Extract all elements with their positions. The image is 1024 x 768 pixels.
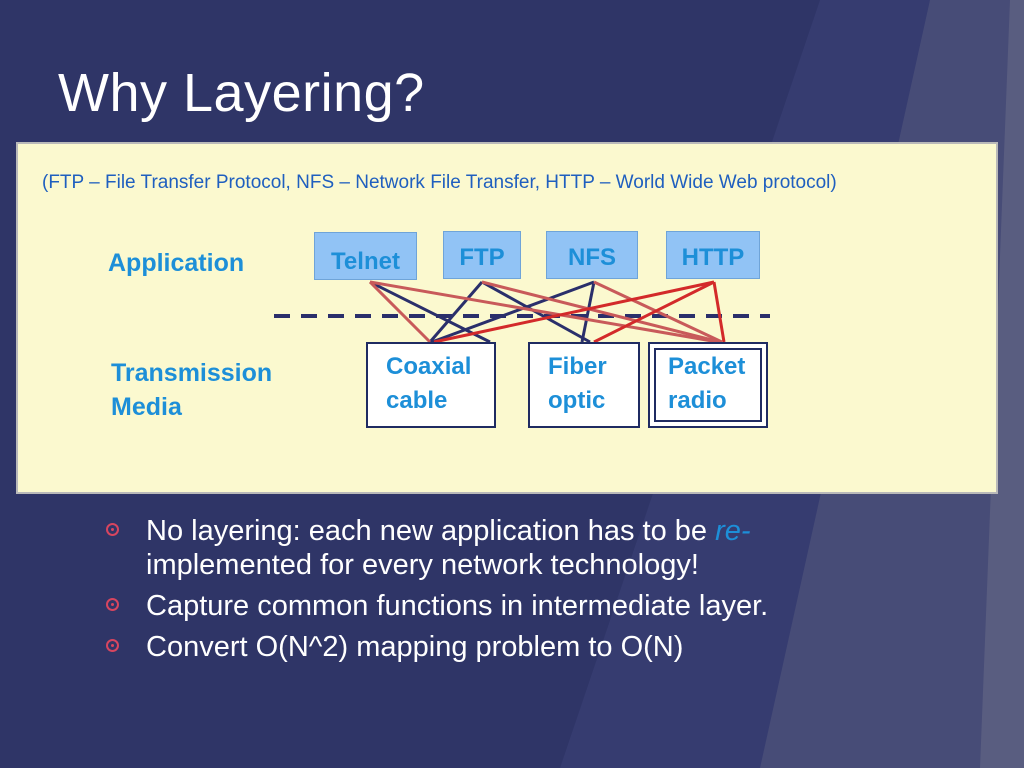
bullet-circle-icon bbox=[106, 523, 119, 536]
media-fiber-line2: optic bbox=[548, 387, 606, 414]
app-box-nfs: NFS bbox=[546, 231, 638, 279]
media-packet-line1: Packet bbox=[668, 353, 746, 380]
media-box-fiber: Fiber optic bbox=[528, 342, 640, 428]
bullet-circle-icon bbox=[106, 598, 119, 611]
transmission-layer-label-line2: Media bbox=[111, 393, 182, 421]
media-box-packet: Packet radio bbox=[648, 342, 768, 428]
app-box-telnet: Telnet bbox=[314, 232, 417, 280]
slide-title: Why Layering? bbox=[58, 63, 425, 123]
transmission-layer-label-line1: Transmission bbox=[111, 359, 273, 387]
application-layer-label: Application bbox=[108, 249, 245, 277]
app-box-http: HTTP bbox=[666, 231, 760, 279]
media-packet-line2: radio bbox=[668, 387, 727, 414]
media-coaxial-line2: cable bbox=[386, 387, 448, 414]
media-coaxial-line1: Coaxial bbox=[386, 353, 472, 380]
bullet-emphasis: re- bbox=[715, 515, 751, 547]
bullet-circle-icon bbox=[106, 639, 119, 652]
bullet-text: Capture common functions in intermediate… bbox=[146, 590, 769, 622]
bullet-text: No layering: each new application has to… bbox=[146, 515, 716, 547]
bullet-list: No layering: each new application has to… bbox=[106, 514, 946, 671]
media-box-coaxial: Coaxial cable bbox=[366, 342, 496, 428]
bullet-text-continued: implemented for every network technology… bbox=[146, 549, 699, 581]
bullet-text: Convert O(N^2) mapping problem to O(N) bbox=[146, 631, 684, 663]
app-box-ftp: FTP bbox=[443, 231, 521, 279]
bullet-item: Capture common functions in intermediate… bbox=[106, 589, 946, 623]
diagram-panel bbox=[16, 142, 998, 494]
bullet-item: No layering: each new application has to… bbox=[106, 514, 946, 582]
diagram-caption: (FTP – File Transfer Protocol, NFS – Net… bbox=[42, 172, 837, 193]
bullet-item: Convert O(N^2) mapping problem to O(N) bbox=[106, 630, 946, 664]
media-fiber-line1: Fiber bbox=[548, 353, 607, 380]
